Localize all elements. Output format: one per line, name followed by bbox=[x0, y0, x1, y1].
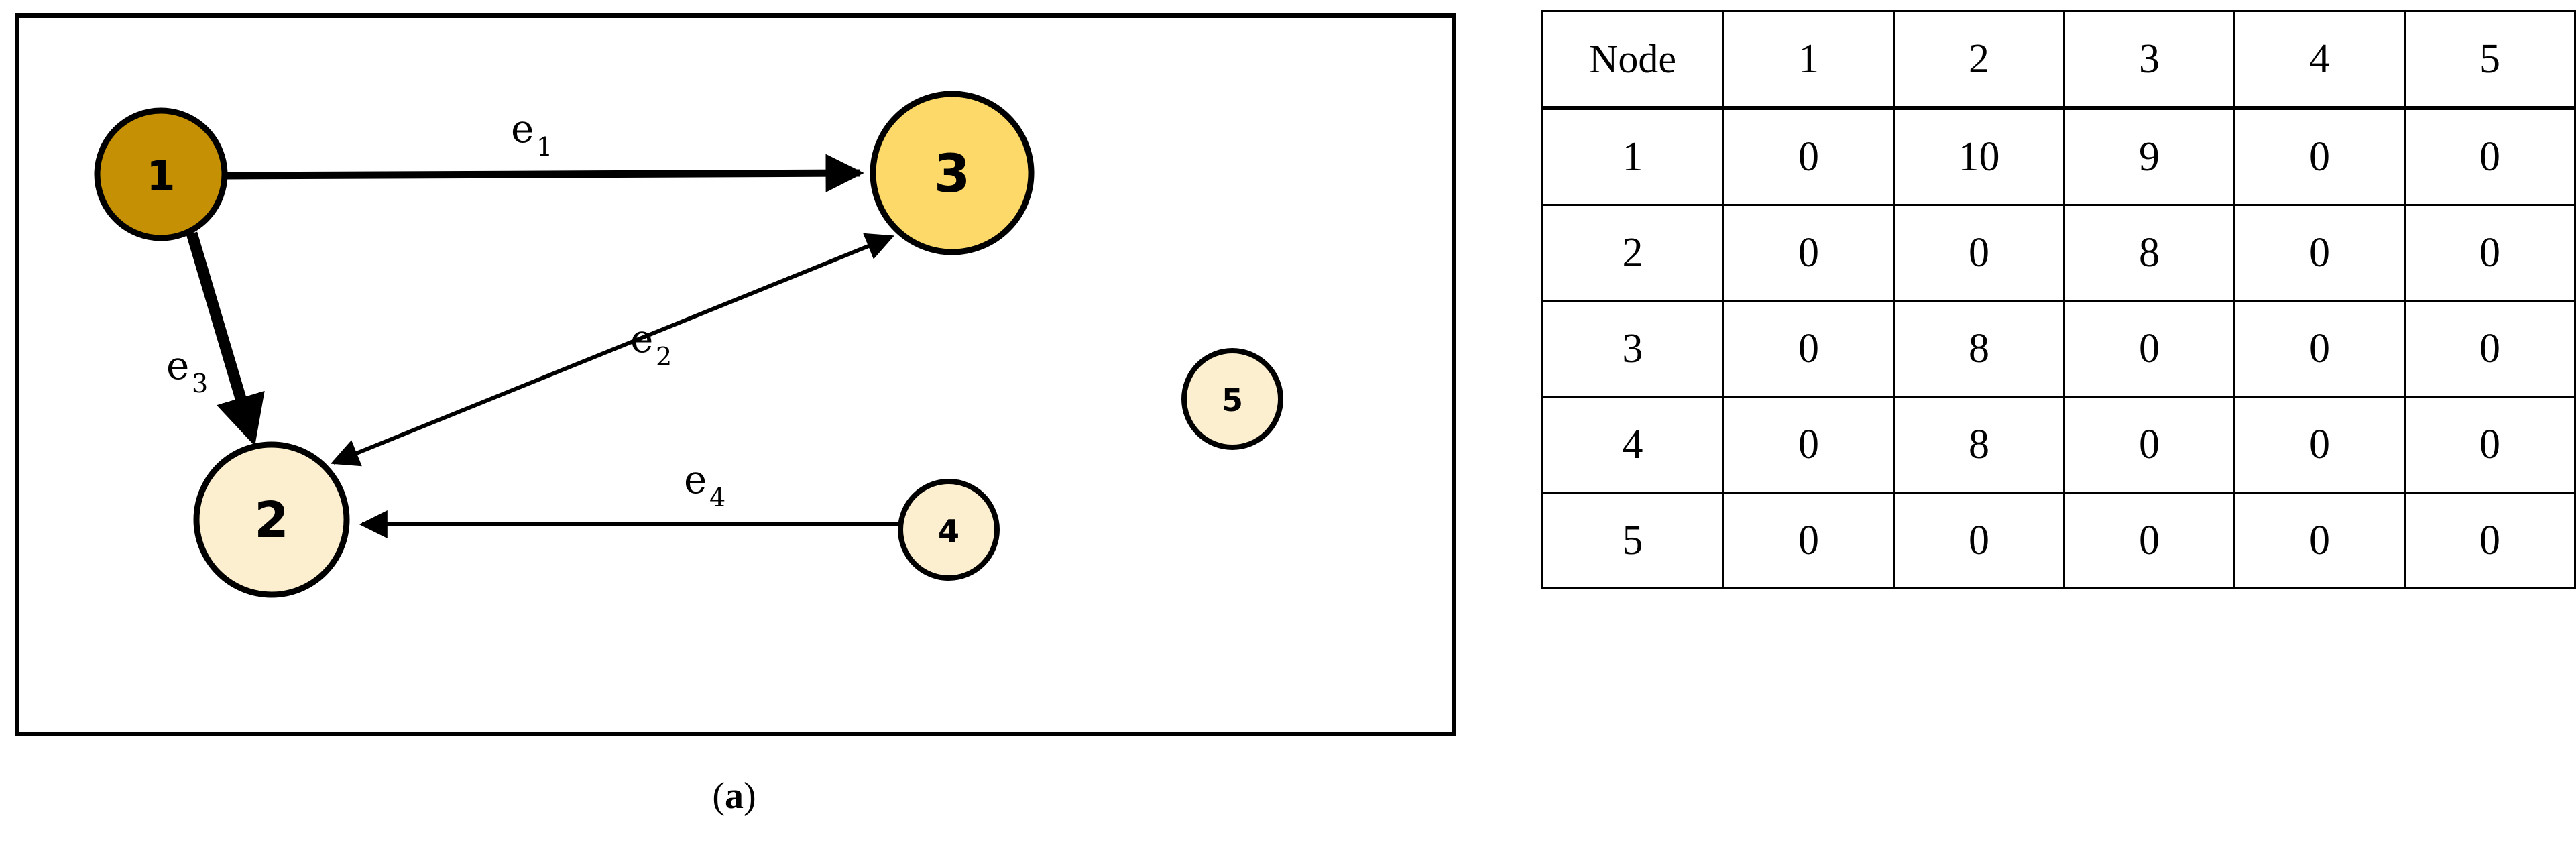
table-cell-3-3: 0 bbox=[2063, 300, 2235, 398]
table-cell-4-1: 0 bbox=[1722, 396, 1895, 494]
table-row: 4 0 8 0 0 0 bbox=[1541, 396, 2576, 494]
graph-node-3[interactable]: 3 bbox=[870, 91, 1035, 255]
panel-a-caption-open: ( bbox=[712, 775, 725, 817]
table-cell-5-5: 0 bbox=[2404, 492, 2576, 589]
edge-label-e2-base: e bbox=[630, 316, 653, 361]
table-cell-5-2: 0 bbox=[1893, 492, 2065, 589]
edge-label-e3-subscript: 3 bbox=[192, 369, 208, 398]
panel-a-graph: e 1 e 2 e 3 e 4 bbox=[0, 13, 1468, 817]
graph-node-5[interactable]: 5 bbox=[1181, 348, 1283, 450]
table-row: 1 0 10 9 0 0 bbox=[1541, 107, 2576, 206]
graph-node-3-circle[interactable] bbox=[870, 91, 1035, 255]
graph-edge-labels: e 1 e 2 e 3 e 4 bbox=[166, 106, 725, 512]
table-row: 2 0 0 8 0 0 bbox=[1541, 204, 2576, 302]
edge-label-e1-subscript: 1 bbox=[536, 132, 552, 162]
table-cell-4-4: 0 bbox=[2233, 396, 2406, 494]
table-cell-4-5: 0 bbox=[2404, 396, 2576, 494]
graph-node-1-label: 1 bbox=[146, 152, 175, 200]
edge-label-e3: e 3 bbox=[166, 343, 208, 398]
edge-label-e1: e 1 bbox=[511, 106, 552, 162]
table-header-row: Node 1 2 3 4 5 bbox=[1541, 10, 2576, 110]
table-cell-2-4: 0 bbox=[2233, 204, 2406, 302]
table-row-label-2: 2 bbox=[1541, 204, 1724, 302]
table-cell-3-4: 0 bbox=[2233, 300, 2406, 398]
table-cell-1-2: 10 bbox=[1893, 107, 2065, 206]
adjacency-matrix-table: Node 1 2 3 4 5 1 0 10 9 0 0 2 0 bbox=[1541, 10, 2576, 589]
table-cell-4-2: 8 bbox=[1893, 396, 2065, 494]
edge-label-e1-base: e bbox=[511, 106, 534, 152]
edge-label-e2-subscript: 2 bbox=[656, 342, 672, 371]
graph-node-1-circle[interactable] bbox=[94, 107, 228, 241]
graph-node-4[interactable]: 4 bbox=[898, 479, 1000, 581]
panel-a-caption: (a) bbox=[0, 774, 1468, 817]
table-cell-4-3: 0 bbox=[2063, 396, 2235, 494]
graph-node-2-label: 2 bbox=[254, 492, 289, 549]
table-cell-2-2: 0 bbox=[1893, 204, 2065, 302]
table-cell-1-4: 0 bbox=[2233, 107, 2406, 206]
edge-label-e4-base: e bbox=[684, 457, 707, 502]
table-header-col-1: 1 bbox=[1722, 10, 1895, 110]
graph-node-4-circle[interactable] bbox=[898, 479, 1000, 581]
table-cell-2-3: 8 bbox=[2063, 204, 2235, 302]
edge-label-e4: e 4 bbox=[684, 457, 725, 512]
panel-b-table: Node 1 2 3 4 5 1 0 10 9 0 0 2 0 bbox=[1502, 0, 2576, 867]
graph-node-1[interactable]: 1 bbox=[94, 107, 228, 241]
graph-node-5-circle[interactable] bbox=[1181, 348, 1283, 450]
table-row-label-4: 4 bbox=[1541, 396, 1724, 494]
table-cell-3-1: 0 bbox=[1722, 300, 1895, 398]
table-header-col-2: 2 bbox=[1893, 10, 2065, 110]
panel-a-caption-close: ) bbox=[744, 775, 756, 817]
table-cell-5-4: 0 bbox=[2233, 492, 2406, 589]
table-row: 5 0 0 0 0 0 bbox=[1541, 492, 2576, 589]
graph-nodes: 1 2 3 4 5 bbox=[94, 91, 1283, 598]
edge-label-e2: e 2 bbox=[630, 316, 672, 371]
edge-e1[interactable] bbox=[225, 154, 864, 192]
table-row-label-1: 1 bbox=[1541, 107, 1724, 206]
edge-label-e4-subscript: 4 bbox=[709, 483, 725, 512]
graph-canvas: e 1 e 2 e 3 e 4 bbox=[94, 91, 1283, 598]
edge-label-e3-base: e bbox=[166, 343, 189, 388]
graph-node-3-label: 3 bbox=[934, 144, 970, 205]
table-header-col-5: 5 bbox=[2404, 10, 2576, 110]
table-cell-5-1: 0 bbox=[1722, 492, 1895, 589]
graph-node-2-circle[interactable] bbox=[193, 441, 350, 598]
graph-edges bbox=[186, 154, 898, 538]
table-cell-1-5: 0 bbox=[2404, 107, 2576, 206]
graph-node-4-label: 4 bbox=[938, 513, 959, 549]
table-row: 3 0 8 0 0 0 bbox=[1541, 300, 2576, 398]
table-header-node: Node bbox=[1541, 10, 1724, 110]
table-row-label-5: 5 bbox=[1541, 492, 1724, 589]
table-cell-2-5: 0 bbox=[2404, 204, 2576, 302]
edge-e3[interactable] bbox=[186, 231, 265, 447]
panel-a-caption-letter: a bbox=[725, 775, 744, 817]
table-cell-2-1: 0 bbox=[1722, 204, 1895, 302]
edge-e2[interactable] bbox=[331, 233, 894, 467]
table-header-col-3: 3 bbox=[2063, 10, 2235, 110]
table-cell-3-5: 0 bbox=[2404, 300, 2576, 398]
table-cell-5-3: 0 bbox=[2063, 492, 2235, 589]
graph-node-5-label: 5 bbox=[1222, 382, 1243, 418]
table-cell-1-3: 9 bbox=[2063, 107, 2235, 206]
table-header-col-4: 4 bbox=[2233, 10, 2406, 110]
table-cell-3-2: 8 bbox=[1893, 300, 2065, 398]
table-cell-1-1: 0 bbox=[1722, 107, 1895, 206]
table-row-label-3: 3 bbox=[1541, 300, 1724, 398]
graph-node-2[interactable]: 2 bbox=[193, 441, 350, 598]
